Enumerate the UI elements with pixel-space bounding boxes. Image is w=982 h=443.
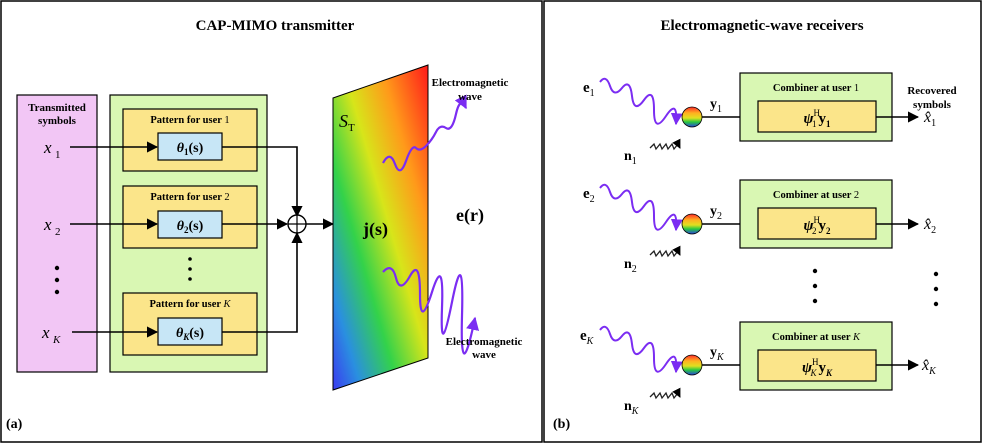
svg-text:n1: n1 (624, 149, 637, 167)
svg-text:x: x (43, 215, 52, 234)
input-xk: x K (41, 323, 61, 346)
svg-text:eK: eK (580, 328, 595, 347)
svg-text:x̂2: x̂2 (923, 216, 936, 236)
svg-text:θ1(s): θ1(s) (177, 141, 204, 157)
em-wave-bottom (382, 267, 480, 355)
input-arrows (70, 141, 335, 338)
panel-a-tag: (a) (6, 417, 23, 432)
surface-label: ST (339, 111, 355, 134)
svg-text:yK: yK (710, 345, 725, 363)
em-wave-bottom-label-2: wave (472, 349, 496, 361)
receiver-vdots (812, 268, 939, 307)
svg-text:x̂1: x̂1 (923, 109, 936, 129)
svg-text:Combiner at user 1: Combiner at user 1 (773, 83, 859, 94)
svg-text:Pattern for user 2: Pattern for user 2 (150, 192, 229, 203)
summer-node (287, 214, 307, 234)
recovered-label-1: Recovered (907, 85, 956, 97)
svg-text:y2: y2 (710, 204, 722, 222)
panel-b-tag: (b) (553, 417, 570, 432)
field-label: e(r) (456, 205, 484, 226)
svg-text:Pattern for user 1: Pattern for user 1 (150, 115, 229, 126)
pattern-user-1: Pattern for user 1 θ1(s) (122, 108, 258, 172)
pattern-user-2: Pattern for user 2 θ2(s) (122, 185, 258, 249)
transmitted-label-1: Transmitted (28, 102, 86, 114)
svg-text:x̂K: x̂K (921, 357, 937, 377)
svg-text:2: 2 (55, 226, 61, 238)
svg-text:x: x (43, 138, 52, 157)
svg-text:K: K (52, 334, 61, 346)
svg-text:θK(s): θK(s) (176, 326, 204, 342)
svg-text:nK: nK (624, 399, 640, 417)
recovered-label-2: symbols (913, 99, 952, 111)
input-x2: x 2 (43, 215, 61, 238)
panel-b-title: Electromagnetic-wave receivers (660, 18, 863, 34)
input-vdots (54, 265, 60, 295)
svg-text:e1: e1 (583, 80, 595, 99)
svg-text:e2: e2 (583, 186, 595, 205)
svg-text:y1: y1 (710, 97, 722, 115)
transmitted-symbols-box (16, 94, 98, 373)
svg-text:n2: n2 (624, 257, 637, 275)
svg-text:Combiner at user K: Combiner at user K (772, 332, 861, 343)
em-wave-top (382, 94, 467, 172)
em-wave-bottom-label-1: Electromagnetic (446, 336, 523, 348)
input-x1: x 1 (43, 138, 61, 161)
em-wave-top-label-2: wave (458, 91, 482, 103)
current-label: j(s) (362, 219, 388, 240)
panel-b-frame (543, 0, 982, 443)
svg-text:Combiner at user 2: Combiner at user 2 (773, 190, 859, 201)
panel-a-title: CAP-MIMO transmitter (196, 18, 355, 34)
svg-text:x: x (41, 323, 50, 342)
em-wave-top-label-1: Electromagnetic (432, 77, 509, 89)
svg-text:1: 1 (55, 149, 61, 161)
pattern-vdots (188, 257, 192, 281)
panel-a-frame (0, 0, 543, 443)
pattern-user-k: Pattern for user K θK(s) (122, 292, 258, 356)
surface-st (332, 64, 429, 391)
svg-text:θ2(s): θ2(s) (177, 219, 204, 235)
svg-text:Pattern for user K: Pattern for user K (150, 299, 232, 310)
transmitted-label-2: symbols (38, 115, 77, 127)
